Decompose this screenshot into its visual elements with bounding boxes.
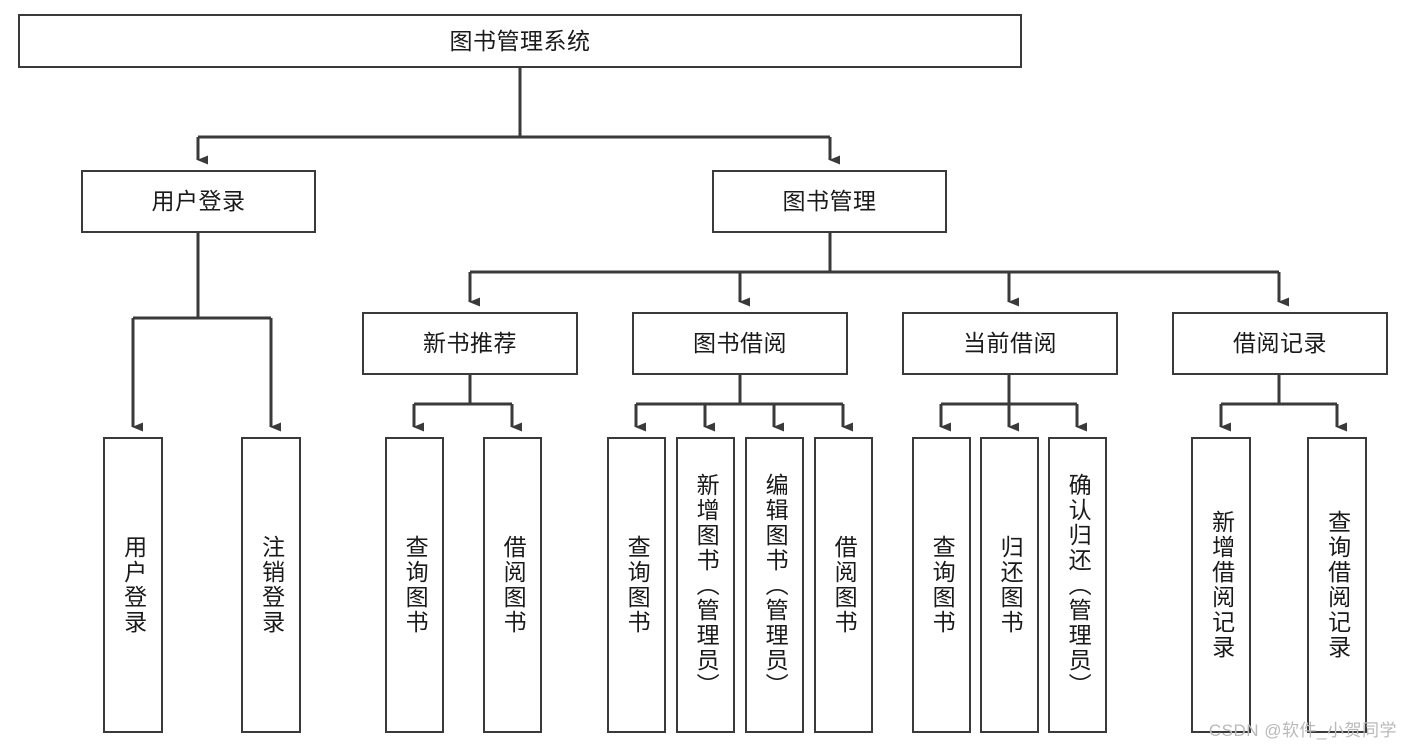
leaf-current-borrow-return[interactable]: 归还图书: [980, 437, 1039, 733]
node-label: 图书管理: [782, 188, 877, 214]
node-user-login[interactable]: 用户登录: [81, 170, 316, 233]
node-label: 当前借阅: [963, 330, 1057, 356]
node-label: 确认归还（管理员）: [1065, 472, 1092, 698]
node-book-management-system[interactable]: 图书管理系统: [18, 14, 1022, 68]
node-label: 用户登录: [151, 188, 246, 214]
node-label: 新增图书（管理员）: [693, 472, 720, 698]
leaf-current-borrow-query[interactable]: 查询图书: [912, 437, 971, 733]
node-label: 借阅图书: [500, 535, 527, 635]
node-label: 借阅记录: [1233, 330, 1327, 356]
node-book-management[interactable]: 图书管理: [712, 170, 947, 233]
node-borrowing-records[interactable]: 借阅记录: [1172, 312, 1388, 375]
leaf-records-add[interactable]: 新增借阅记录: [1191, 437, 1251, 733]
leaf-new-book-borrow[interactable]: 借阅图书: [483, 437, 542, 733]
leaf-book-borrow-query[interactable]: 查询图书: [607, 437, 666, 733]
leaf-book-borrow-add-admin[interactable]: 新增图书（管理员）: [676, 437, 735, 733]
leaf-book-borrow-borrow[interactable]: 借阅图书: [814, 437, 873, 733]
node-new-book-recommendation[interactable]: 新书推荐: [362, 312, 578, 375]
leaf-records-query[interactable]: 查询借阅记录: [1307, 437, 1367, 733]
node-label: 图书借阅: [693, 330, 787, 356]
leaf-user-login-logout[interactable]: 注销登录: [241, 437, 301, 733]
node-label: 查询图书: [624, 535, 651, 635]
node-label: 用户登录: [120, 535, 147, 635]
node-label: 注销登录: [258, 535, 285, 635]
leaf-user-login-login[interactable]: 用户登录: [103, 437, 163, 733]
leaf-current-borrow-confirm-admin[interactable]: 确认归还（管理员）: [1048, 437, 1107, 733]
csdn-watermark: CSDN @软件_小贺同学: [1208, 721, 1397, 740]
node-label: 编辑图书（管理员）: [762, 472, 789, 698]
leaf-new-book-query[interactable]: 查询图书: [385, 437, 444, 733]
leaf-book-borrow-edit-admin[interactable]: 编辑图书（管理员）: [745, 437, 804, 733]
node-current-borrowing[interactable]: 当前借阅: [902, 312, 1118, 375]
node-label: 归还图书: [997, 535, 1024, 635]
node-label: 新增借阅记录: [1208, 510, 1235, 660]
node-label: 查询借阅记录: [1324, 510, 1351, 660]
node-label: 查询图书: [402, 535, 429, 635]
node-label: 借阅图书: [831, 535, 858, 635]
node-label: 查询图书: [929, 535, 956, 635]
node-book-borrowing[interactable]: 图书借阅: [632, 312, 848, 375]
node-label: 图书管理系统: [449, 27, 591, 54]
node-label: 新书推荐: [423, 330, 517, 356]
